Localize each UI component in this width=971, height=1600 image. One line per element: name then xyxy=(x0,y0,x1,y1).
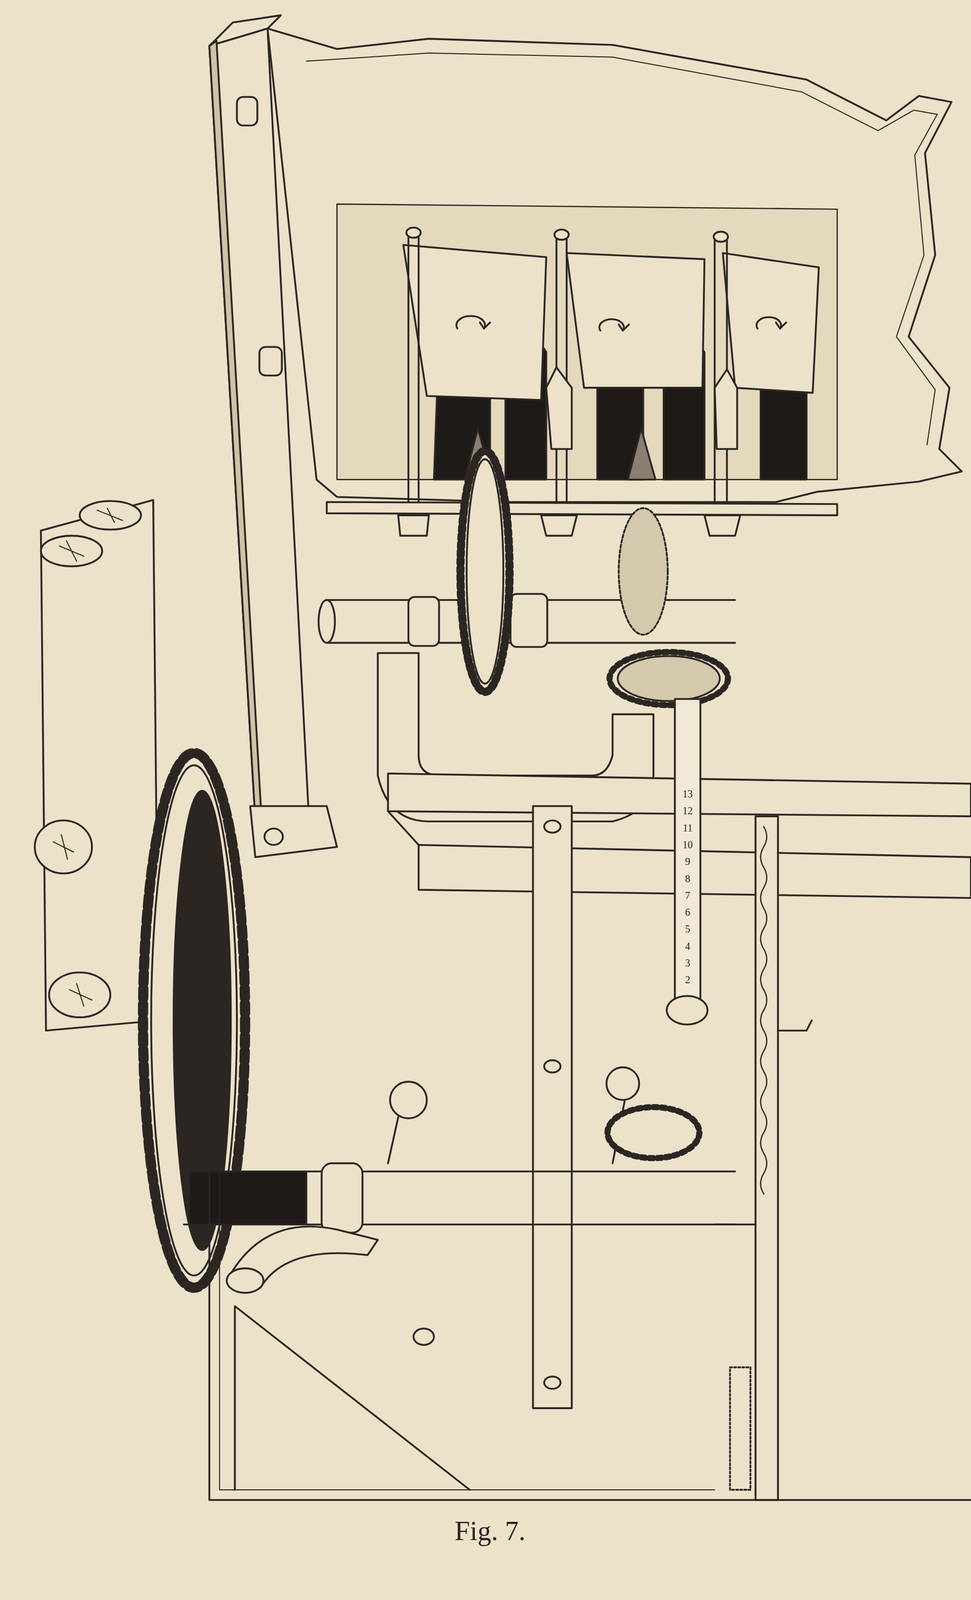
machine-part xyxy=(460,451,510,693)
scale-number: 6 xyxy=(684,907,691,918)
machine-part xyxy=(544,1060,561,1074)
scale-number: 12 xyxy=(682,805,694,817)
machine-part xyxy=(618,508,668,635)
figure-caption: Fig. 7. xyxy=(454,1517,526,1546)
machine-part xyxy=(250,806,338,858)
machine-part xyxy=(387,1100,625,1164)
machine-part xyxy=(398,515,740,536)
machine-part xyxy=(714,369,737,450)
machine-part xyxy=(714,1020,812,1225)
machine-part xyxy=(264,828,283,846)
machine-part xyxy=(566,253,705,388)
machine-part xyxy=(546,367,572,450)
machine-part xyxy=(756,317,782,330)
machine-part xyxy=(479,322,491,329)
machine-part xyxy=(321,1163,363,1234)
machine-part xyxy=(209,40,262,820)
machine-part xyxy=(390,1082,427,1119)
machine-part xyxy=(183,1172,736,1226)
scale-number: 3 xyxy=(684,958,691,969)
machine-part xyxy=(403,244,546,401)
machine-part xyxy=(408,597,439,646)
machine-part xyxy=(627,428,656,480)
machine-part xyxy=(209,1133,971,1501)
machine-part xyxy=(234,1306,470,1491)
machine-part xyxy=(406,227,421,238)
scale-number: 10 xyxy=(682,839,694,851)
machine-part xyxy=(188,1172,307,1226)
machine-part xyxy=(413,1329,434,1346)
machine-part xyxy=(532,806,572,1409)
machine-part xyxy=(510,594,547,648)
machine-part xyxy=(713,231,728,242)
machine-part xyxy=(326,502,837,516)
scale-number: 4 xyxy=(684,941,691,952)
machine-part xyxy=(607,1107,700,1159)
machine-part xyxy=(599,319,624,332)
scale-number: 2 xyxy=(684,975,691,986)
machine-part xyxy=(226,1269,264,1294)
machine-part xyxy=(259,346,282,376)
machine-part xyxy=(618,324,629,331)
scale-number: 11 xyxy=(682,823,693,834)
machine-part xyxy=(606,1067,639,1101)
machine-part xyxy=(674,699,701,1001)
machine-part xyxy=(237,96,258,126)
machine-part xyxy=(53,508,123,1007)
scale-number: 13 xyxy=(682,789,694,800)
machine-part xyxy=(666,996,708,1025)
machine-part xyxy=(775,322,787,329)
machine-part xyxy=(760,826,767,1195)
scale-number: 8 xyxy=(684,874,691,885)
machine-part xyxy=(544,1377,561,1390)
machine-part xyxy=(337,204,838,480)
machine-part xyxy=(755,816,779,1501)
machine-part xyxy=(34,15,971,1501)
machine-part xyxy=(318,600,335,643)
machine-part xyxy=(387,811,419,846)
scale-number: 9 xyxy=(684,856,691,867)
machine-part xyxy=(729,1368,751,1491)
scale-number: 5 xyxy=(684,924,691,935)
machine-part xyxy=(209,28,309,820)
machine-part xyxy=(267,28,962,503)
machine-part xyxy=(408,234,419,511)
machine-part xyxy=(722,253,819,394)
scale-number: 7 xyxy=(684,890,691,901)
machine-part xyxy=(544,820,561,833)
machine-part xyxy=(219,1138,715,1491)
machine-part xyxy=(466,459,504,685)
machine-part xyxy=(617,656,720,702)
machine-part xyxy=(609,652,728,706)
machine-part xyxy=(554,229,569,240)
